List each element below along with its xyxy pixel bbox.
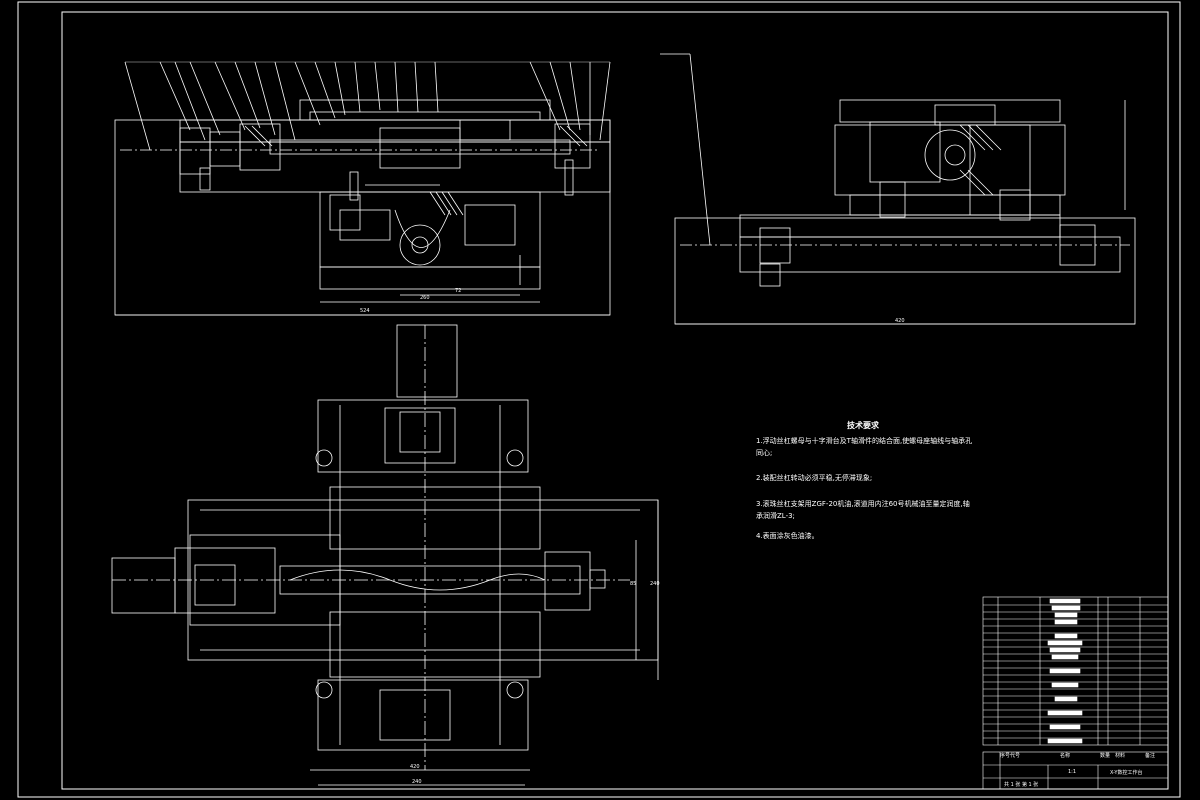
outer-frame xyxy=(17,1,1181,798)
tb-header-qty: 数量 xyxy=(1100,753,1111,759)
tb-scale: 1:1 xyxy=(1068,769,1077,775)
dim-plan-side: 85 xyxy=(630,581,636,587)
tb-header-no: 序号 xyxy=(1000,753,1011,759)
tb-header-remark: 备注 xyxy=(1145,753,1156,759)
plan-view xyxy=(111,324,659,786)
parts-list-table xyxy=(982,596,1169,746)
title-block xyxy=(982,751,1169,790)
front-elevation-view xyxy=(114,61,611,316)
tb-header-material: 材料 xyxy=(1115,753,1126,759)
dim-plan-width: 420 xyxy=(410,764,420,770)
tb-drawing-title: X-Y数控工作台 xyxy=(1110,770,1143,776)
side-elevation-view xyxy=(660,53,1136,325)
inner-frame xyxy=(61,11,1169,790)
dim-top-left-overall: 524 xyxy=(360,308,370,314)
dim-plan-bottom: 240 xyxy=(412,779,422,785)
dim-top-left-sub: 72 xyxy=(455,288,461,294)
dim-top-left-base: 260 xyxy=(420,295,430,301)
note-2: 2.装配丝杠转动必须平稳,无停滞现象; xyxy=(756,474,873,482)
note-3: 3.滚珠丝杠支架用ZGF-20机油,滚道用内注60号机械油至量定润度,轴承润滑Z… xyxy=(756,500,970,520)
tb-header-name: 名称 xyxy=(1060,753,1071,759)
dim-plan-height: 240 xyxy=(650,581,660,587)
notes-title: 技术要求 xyxy=(847,421,879,430)
tb-header-code: 代号 xyxy=(1010,753,1021,759)
tb-sheet: 共 1 张 第 1 张 xyxy=(1004,782,1039,788)
dim-top-right-overall: 420 xyxy=(895,318,905,324)
note-1: 1.浮动丝杠螺母与十字滑台及T轴滑件的结合面,使螺母座轴线与轴承孔同心; xyxy=(756,437,973,457)
note-4: 4.表面涂灰色油漆。 xyxy=(756,532,819,540)
